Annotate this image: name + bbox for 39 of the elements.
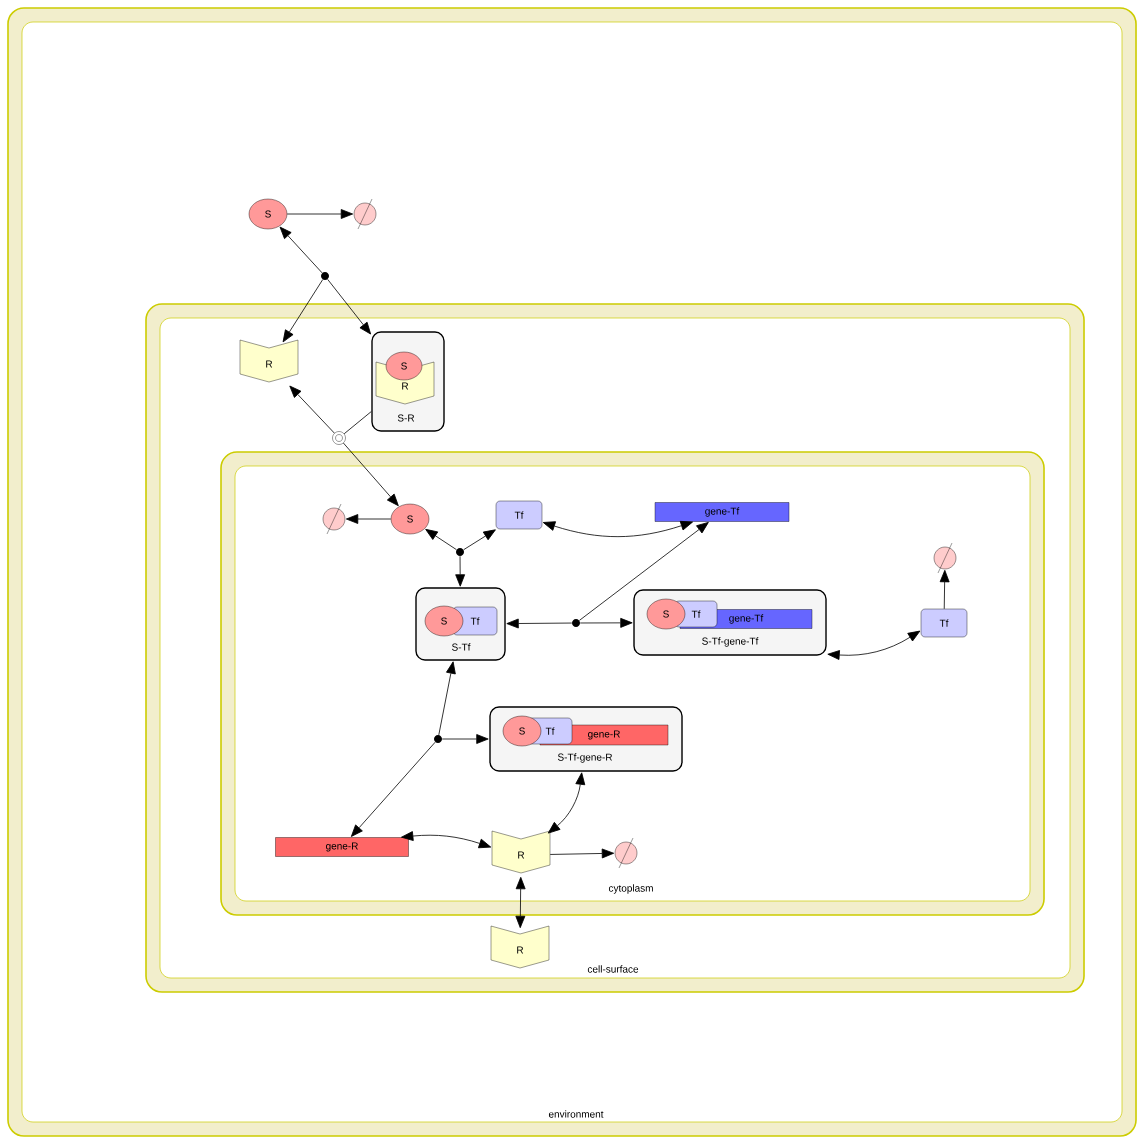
simple-chemical: S xyxy=(390,503,430,535)
sink-symbol xyxy=(322,503,346,535)
arrow xyxy=(438,661,456,736)
gene-bar: gene-Tf xyxy=(654,502,790,522)
simple-chemical: S xyxy=(424,605,464,637)
simple-chemical: S xyxy=(502,715,542,747)
arrow xyxy=(343,442,399,507)
arrow xyxy=(425,528,457,551)
connector-line xyxy=(343,411,372,435)
arrow xyxy=(578,522,709,621)
arrow xyxy=(549,848,615,859)
arrow xyxy=(455,555,466,587)
simple-chemical: S xyxy=(646,598,686,630)
arrow xyxy=(327,278,371,335)
arrow xyxy=(279,226,323,274)
arrow xyxy=(939,569,950,610)
gene-bar: gene-R xyxy=(275,837,409,857)
arrow xyxy=(441,734,489,744)
arrow xyxy=(515,876,526,929)
arrow xyxy=(345,514,392,524)
arrow xyxy=(282,279,324,343)
arrow xyxy=(286,209,354,219)
macromolecule-box: Tf xyxy=(495,500,543,530)
simple-chemical: S xyxy=(248,198,288,230)
arrow xyxy=(579,617,633,628)
sink-symbol xyxy=(353,198,377,230)
simple-chemical: S xyxy=(385,351,423,381)
arrow xyxy=(350,741,436,837)
arrow xyxy=(827,630,921,660)
arrow xyxy=(289,385,335,434)
macromolecule-box: Tf xyxy=(920,608,968,638)
arrow xyxy=(463,529,496,551)
sink-symbol xyxy=(614,837,638,869)
dissociation-symbol xyxy=(332,431,346,445)
arrow xyxy=(547,772,586,834)
arrow xyxy=(506,618,573,629)
arrow xyxy=(542,520,693,538)
sink-symbol xyxy=(933,542,957,574)
arrow xyxy=(401,831,492,849)
